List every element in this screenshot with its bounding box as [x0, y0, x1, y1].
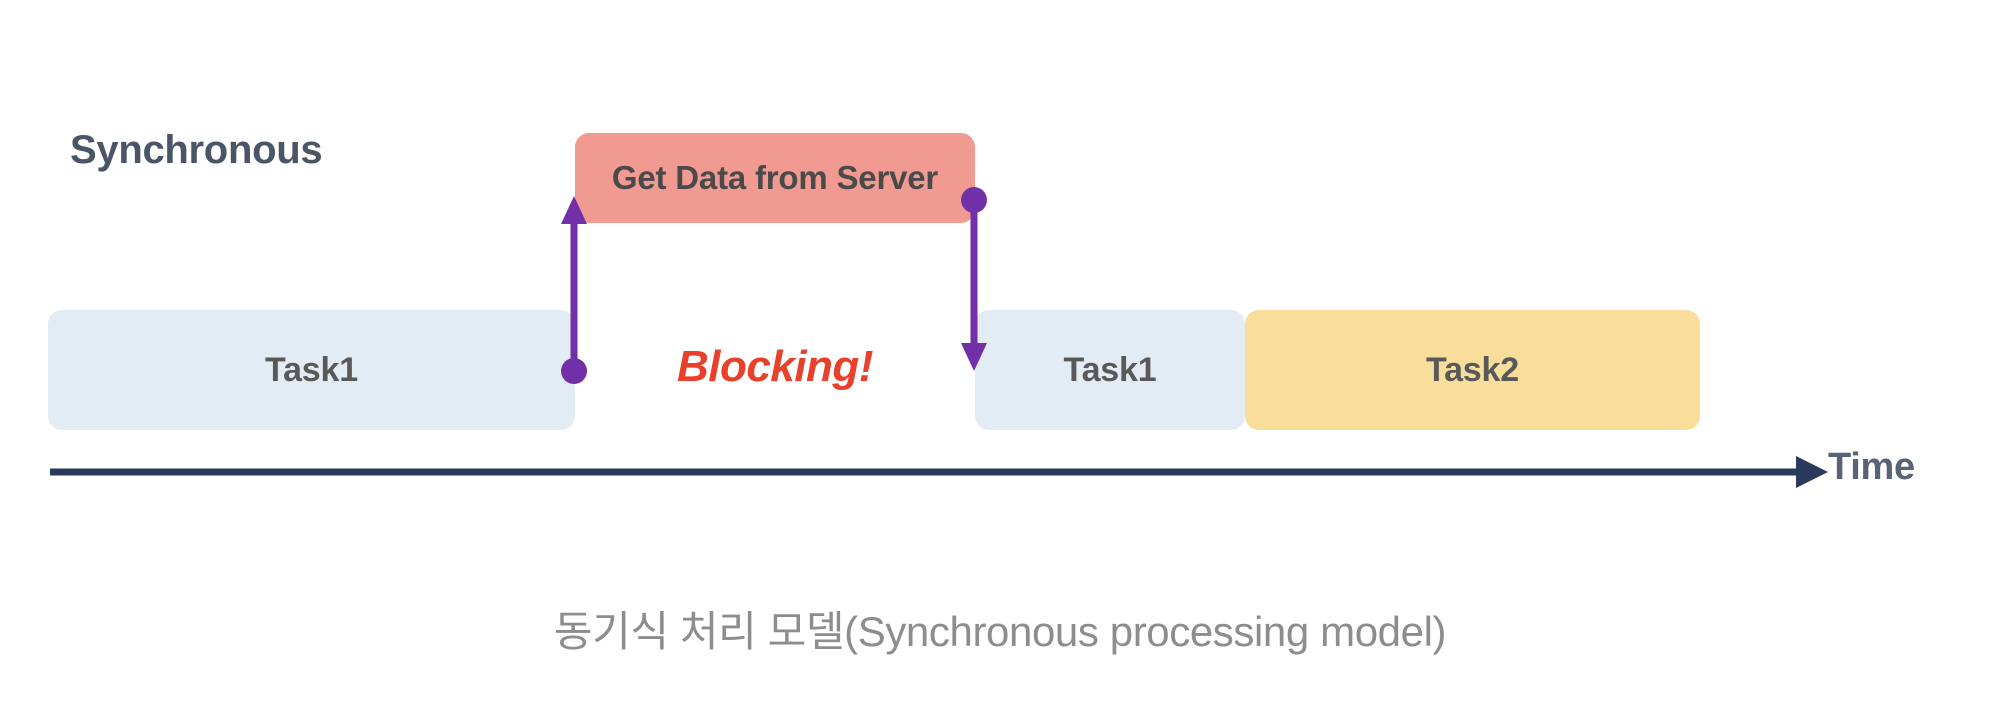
timeline-bar-task1-first: Task1: [48, 310, 575, 430]
timeline-bar-task1-second: Task1: [975, 310, 1245, 430]
section-label-synchronous: Synchronous: [70, 128, 323, 172]
time-axis-label: Time: [1828, 446, 1915, 488]
bar-label: Task2: [1426, 350, 1519, 389]
timeline-bar-task2: Task2: [1245, 310, 1700, 430]
time-axis-arrow-icon: [50, 456, 1828, 488]
server-call-box: Get Data from Server: [575, 133, 975, 223]
server-call-box-label: Get Data from Server: [611, 158, 939, 196]
figure-caption: 동기식 처리 모델(Synchronous processing model): [553, 608, 1447, 655]
blocking-annotation: Blocking!: [677, 342, 873, 391]
bar-label: Task1: [1063, 350, 1157, 389]
bar-label: Task1: [265, 350, 358, 389]
